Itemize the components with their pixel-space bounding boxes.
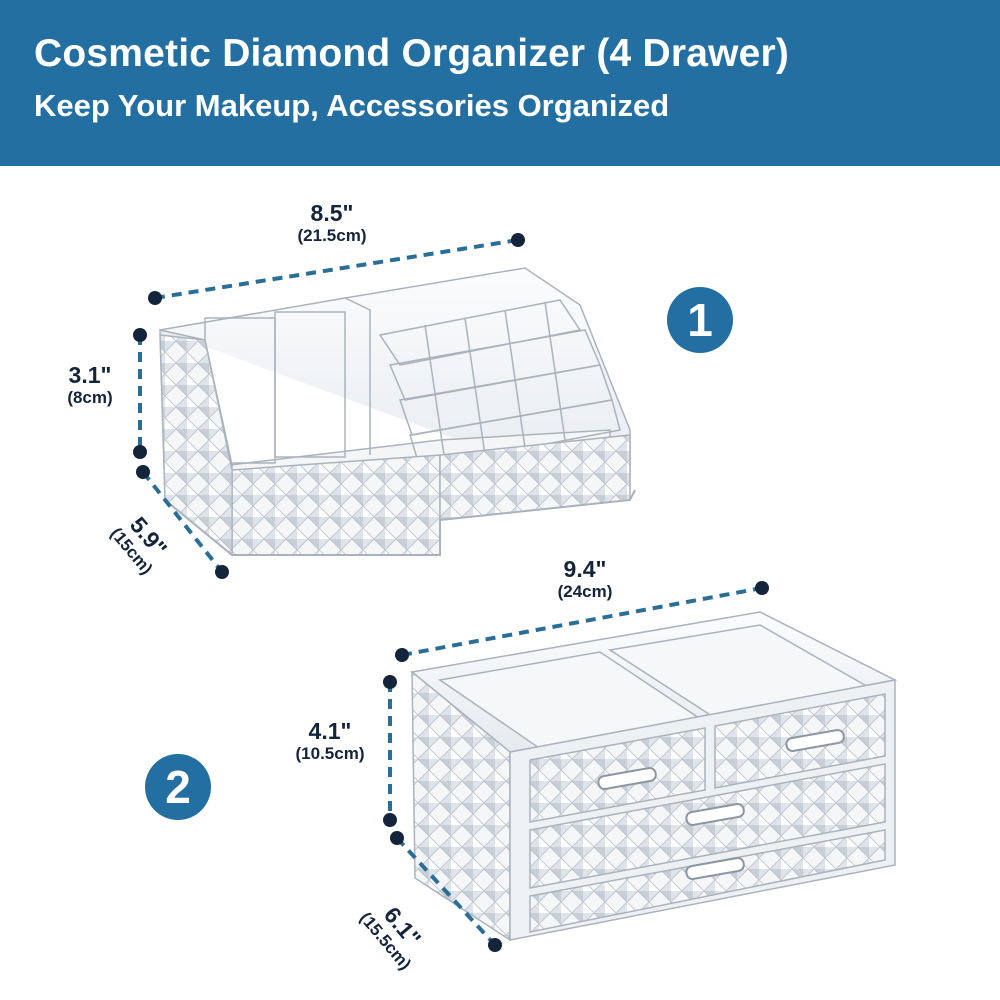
height-cm-1: (8cm) <box>67 388 113 408</box>
height-label-2: 4.1" (10.5cm) <box>275 718 385 764</box>
height-label-1: 3.1" (8cm) <box>45 362 135 408</box>
dimension-lines-2 <box>383 581 769 952</box>
width-label-2: 9.4" (24cm) <box>530 556 640 602</box>
width-inches-2: 9.4" <box>563 556 607 582</box>
height-inches-1: 3.1" <box>68 362 112 388</box>
page-subtitle: Keep Your Makeup, Accessories Organized <box>34 88 670 123</box>
organizer-2-image <box>410 611 898 942</box>
width-label-1: 8.5" (21.5cm) <box>282 200 382 246</box>
dimension-lines-1 <box>133 233 525 579</box>
page-title: Cosmetic Diamond Organizer (4 Drawer) <box>34 32 790 75</box>
product-1-badge: 1 <box>667 287 733 353</box>
product-2-badge: 2 <box>145 754 211 820</box>
header-banner: Cosmetic Diamond Organizer (4 Drawer) Ke… <box>0 0 1000 166</box>
height-inches-2: 4.1" <box>308 718 352 744</box>
organizer-1-image <box>159 267 636 557</box>
width-inches-1: 8.5" <box>310 200 354 226</box>
width-cm-2: (24cm) <box>557 582 613 602</box>
height-cm-2: (10.5cm) <box>295 744 365 764</box>
width-cm-1: (21.5cm) <box>297 226 367 246</box>
